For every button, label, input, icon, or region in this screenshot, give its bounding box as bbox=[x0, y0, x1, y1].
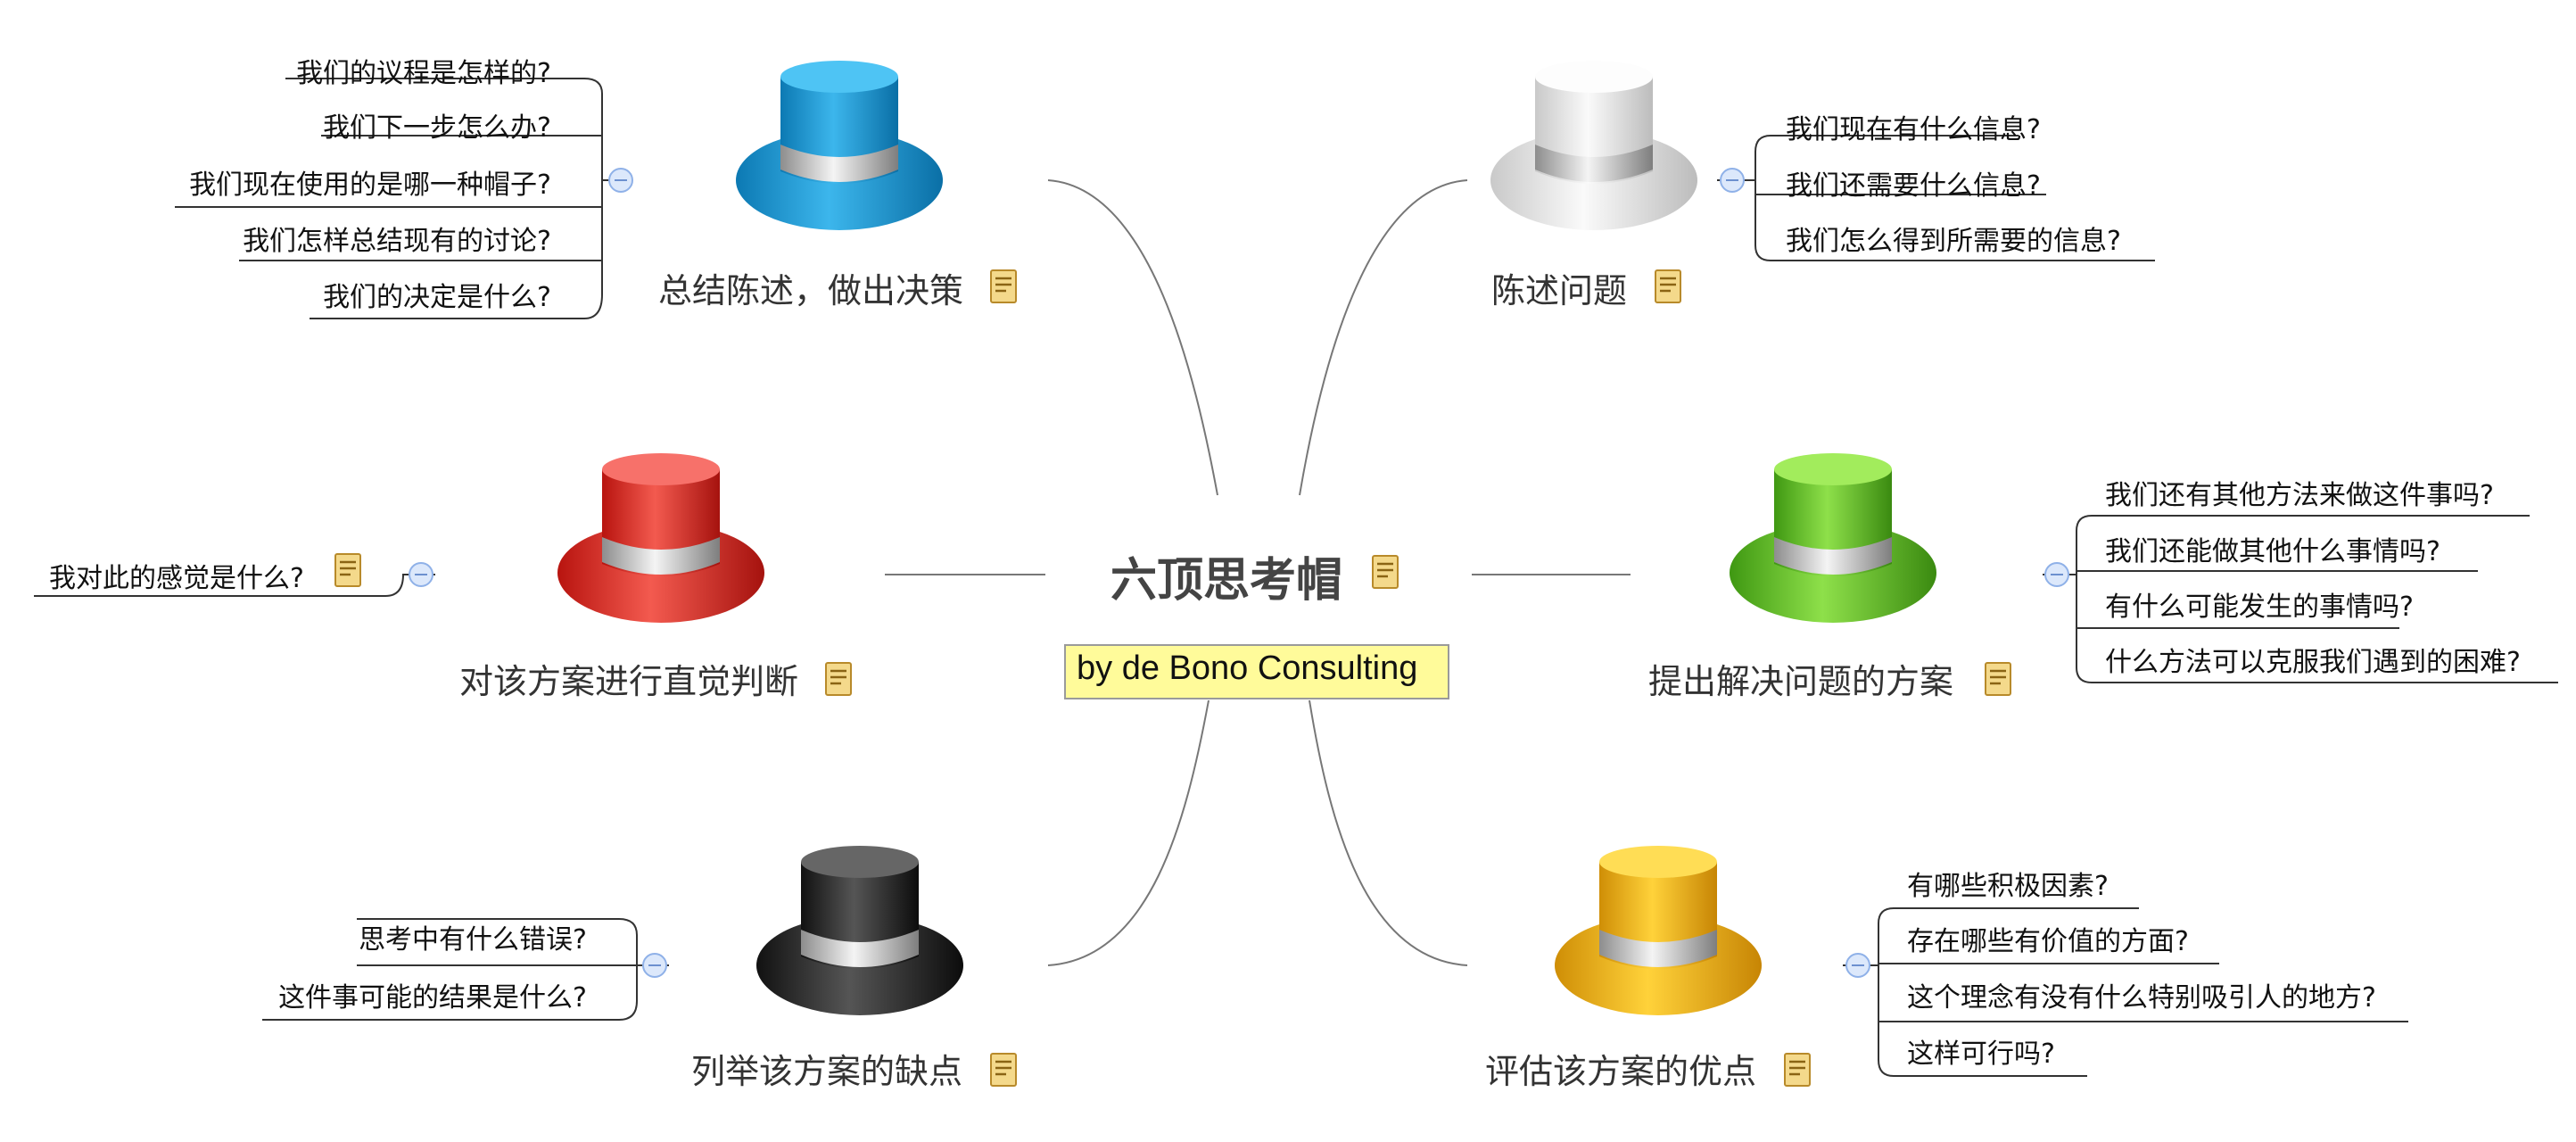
question-blue-5[interactable]: 我们的决定是什么? bbox=[323, 282, 551, 313]
white-hat-icon bbox=[1490, 61, 1697, 230]
question-blue-1[interactable]: 我们的议程是怎样的? bbox=[296, 58, 551, 89]
green-hat-icon bbox=[1730, 453, 1936, 623]
connector-blue bbox=[1047, 179, 1218, 496]
topic-label-black[interactable]: 列举该方案的缺点 bbox=[691, 1052, 963, 1091]
question-blue-3[interactable]: 我们现在使用的是哪一种帽子? bbox=[189, 170, 551, 201]
subtitle-box[interactable]: by de Bono Consulting bbox=[1064, 644, 1449, 699]
question-white-2[interactable]: 我们还需要什么信息? bbox=[1786, 170, 2041, 202]
topic-label-green[interactable]: 提出解决问题的方案 bbox=[1648, 662, 1954, 701]
note-icon[interactable] bbox=[990, 269, 1017, 303]
note-icon[interactable] bbox=[1784, 1053, 1811, 1087]
question-yellow-4[interactable]: 这样可行吗? bbox=[1907, 1039, 2055, 1070]
question-yellow-3[interactable]: 这个理念有没有什么特别吸引人的地方? bbox=[1907, 982, 2376, 1014]
note-icon[interactable] bbox=[990, 1053, 1017, 1087]
question-green-4[interactable]: 什么方法可以克服我们遇到的困难? bbox=[2105, 647, 2521, 678]
question-yellow-1[interactable]: 有哪些积极因素? bbox=[1907, 871, 2109, 902]
black-hat-icon bbox=[756, 846, 963, 1015]
note-icon[interactable] bbox=[334, 553, 361, 587]
central-topic-title[interactable]: 六顶思考帽 bbox=[1110, 554, 1343, 608]
question-white-3[interactable]: 我们怎么得到所需要的信息? bbox=[1786, 226, 2121, 257]
branch-red bbox=[34, 574, 435, 597]
note-icon[interactable] bbox=[1655, 269, 1681, 303]
connector-white bbox=[1299, 179, 1468, 496]
topic-label-red[interactable]: 对该方案进行直觉判断 bbox=[459, 662, 799, 701]
topic-label-blue[interactable]: 总结陈述，做出决策 bbox=[658, 271, 964, 310]
question-yellow-2[interactable]: 存在哪些有价值的方面? bbox=[1907, 926, 2189, 957]
question-green-2[interactable]: 我们还能做其他什么事情吗? bbox=[2105, 536, 2440, 567]
question-green-1[interactable]: 我们还有其他方法来做这件事吗? bbox=[2105, 480, 2494, 511]
topic-label-yellow[interactable]: 评估该方案的优点 bbox=[1485, 1052, 1757, 1091]
question-white-1[interactable]: 我们现在有什么信息? bbox=[1786, 114, 2041, 145]
blue-hat-icon bbox=[736, 61, 943, 230]
question-black-1[interactable]: 思考中有什么错误? bbox=[359, 924, 587, 956]
note-icon[interactable] bbox=[825, 662, 852, 696]
topic-label-white[interactable]: 陈述问题 bbox=[1491, 271, 1628, 310]
connector-black bbox=[1047, 699, 1210, 966]
collapse-toggles bbox=[409, 168, 2069, 978]
note-icon[interactable] bbox=[1985, 662, 2011, 696]
question-blue-2[interactable]: 我们下一步怎么办? bbox=[323, 112, 551, 144]
question-red-1[interactable]: 我对此的感觉是什么? bbox=[49, 563, 304, 594]
question-black-2[interactable]: 这件事可能的结果是什么? bbox=[278, 982, 587, 1014]
red-hat-icon bbox=[557, 453, 764, 623]
note-icon[interactable] bbox=[1372, 555, 1399, 589]
question-green-3[interactable]: 有什么可能发生的事情吗? bbox=[2105, 592, 2414, 623]
connector-yellow bbox=[1309, 699, 1468, 966]
yellow-hat-icon bbox=[1555, 846, 1762, 1015]
question-blue-4[interactable]: 我们怎样总结现有的讨论? bbox=[243, 226, 551, 257]
